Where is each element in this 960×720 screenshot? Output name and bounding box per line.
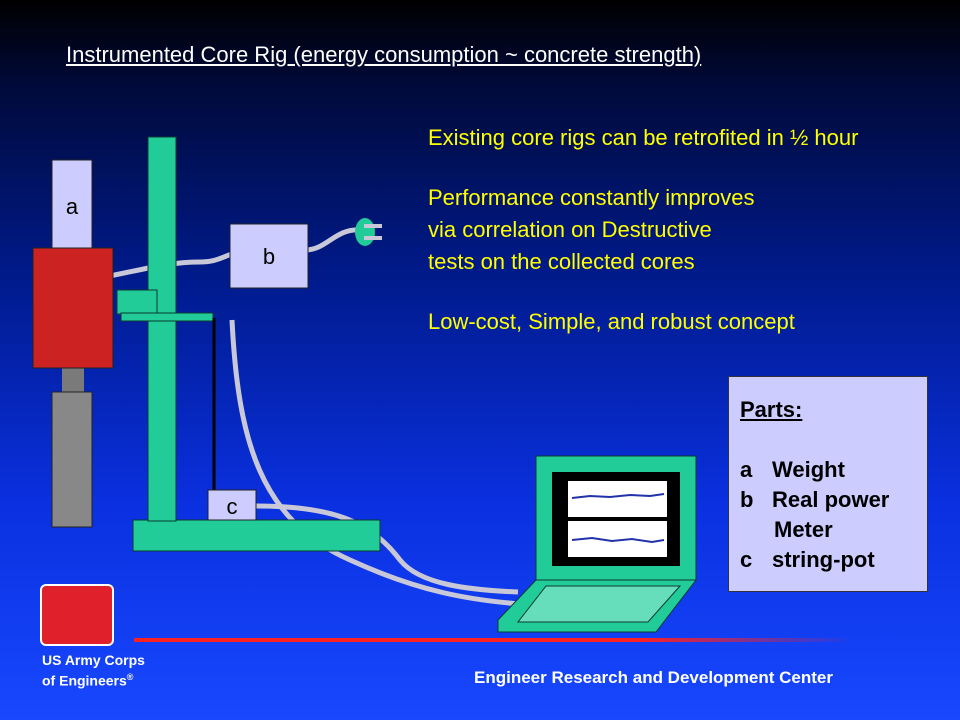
org-line-1: US Army Corps — [42, 652, 145, 668]
rig-arm — [120, 312, 214, 322]
laptop-icon — [497, 455, 698, 633]
usace-logo — [40, 584, 114, 646]
weight-a-box — [51, 159, 93, 249]
rig-bracket — [116, 289, 158, 315]
org-line-2: of Engineers® — [42, 672, 134, 689]
cable-motor-to-meter — [99, 251, 233, 281]
parts-label: Weight — [772, 457, 845, 482]
parts-key: b — [740, 487, 754, 512]
parts-item-meter: Meter — [740, 515, 927, 545]
meter-b-box — [229, 223, 309, 289]
notes-block: Existing core rigs can be retrofited in … — [428, 122, 858, 338]
parts-label: string-pot — [772, 547, 875, 572]
footer-divider — [134, 638, 854, 642]
note-performance-2: via correlation on Destructive — [428, 217, 712, 242]
parts-item-string-pot: c string-pot — [740, 545, 927, 575]
label-b: b — [263, 244, 275, 269]
rig-column — [147, 136, 177, 522]
note-performance-1: Performance constantly improves — [428, 185, 755, 210]
parts-key: a — [740, 457, 753, 482]
parts-item-weight: a Weight — [740, 455, 927, 485]
note-concept: Low-cost, Simple, and robust concept — [428, 309, 795, 334]
registered-mark: ® — [126, 672, 134, 682]
parts-heading: Parts: — [740, 397, 803, 422]
drill-barrel — [51, 391, 93, 528]
rig-base — [132, 519, 381, 552]
power-plug-icon — [355, 218, 382, 246]
cable-to-laptop — [229, 319, 521, 607]
drill-shaft — [62, 368, 84, 394]
org-name: US Army Corps of Engineers® — [42, 652, 145, 690]
parts-key: c — [740, 547, 753, 572]
note-retrofit: Existing core rigs can be retrofited in … — [428, 125, 859, 150]
label-c: c — [227, 494, 238, 519]
parts-item-real-power: b Real power — [740, 485, 927, 515]
cable-meter-to-plug — [305, 227, 361, 253]
drill-motor — [32, 247, 114, 369]
parts-label: Meter — [774, 517, 833, 542]
parts-label: Real power — [772, 487, 890, 512]
slide-title: Instrumented Core Rig (energy consumptio… — [66, 42, 702, 67]
cable-stringpot-to-laptop — [255, 503, 519, 595]
stringpot-c-box — [207, 489, 257, 521]
footer-center-name: Engineer Research and Development Center — [474, 668, 834, 687]
note-performance-3: tests on the collected cores — [428, 249, 695, 274]
label-a: a — [66, 194, 79, 219]
